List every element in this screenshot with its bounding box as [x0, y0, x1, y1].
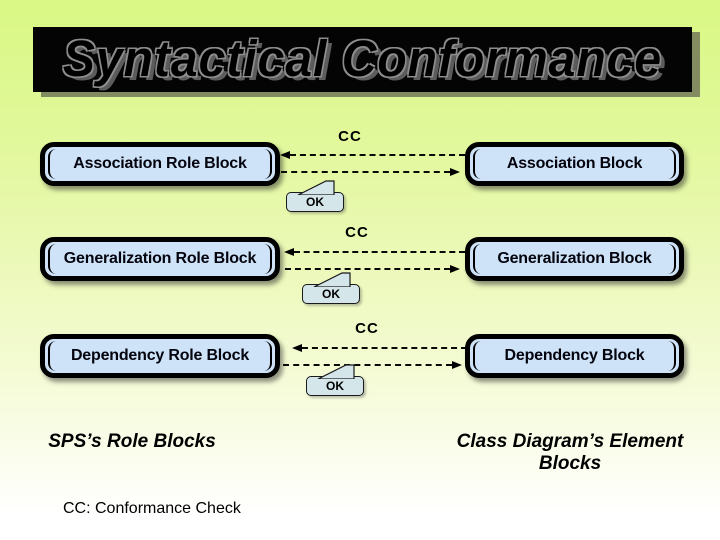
- block-label: Association Role Block: [73, 155, 247, 172]
- cc-label: CC: [355, 320, 379, 337]
- ok-callout: OK: [286, 180, 344, 212]
- slide-title: Syntactical Conformance: [62, 31, 663, 88]
- cc-legend: CC: Conformance Check: [63, 500, 241, 517]
- arrowhead-left-icon: [280, 151, 290, 159]
- left-column-caption: SPS’s Role Blocks: [48, 431, 216, 452]
- generalization-block: Generalization Block: [465, 237, 684, 281]
- ok-label: OK: [322, 287, 340, 301]
- right-column-caption: Class Diagram’s Element Blocks: [456, 431, 684, 474]
- arrowhead-right-icon: [452, 361, 462, 369]
- association-role-block: Association Role Block: [40, 142, 280, 186]
- callout-tail-icon: [313, 272, 351, 287]
- ok-callout: OK: [302, 272, 360, 304]
- cc-label: CC: [338, 128, 362, 145]
- dashed-arrow-to-element-block: [283, 364, 452, 366]
- ok-label: OK: [326, 379, 344, 393]
- dashed-arrow-to-role-block: [302, 347, 467, 349]
- arrowhead-left-icon: [292, 344, 302, 352]
- ok-label: OK: [306, 195, 324, 209]
- block-label: Association Block: [506, 155, 643, 172]
- association-block: Association Block: [465, 142, 684, 186]
- dependency-block: Dependency Block: [465, 334, 684, 378]
- block-label: Generalization Block: [497, 250, 652, 267]
- block-label: Dependency Block: [504, 347, 645, 364]
- dependency-role-block: Dependency Role Block: [40, 334, 280, 378]
- ok-callout: OK: [306, 364, 364, 396]
- dashed-arrow-to-element-block: [281, 171, 450, 173]
- callout-tail-icon: [317, 364, 355, 379]
- arrowhead-right-icon: [450, 168, 460, 176]
- arrowhead-right-icon: [450, 265, 460, 273]
- dashed-arrow-to-role-block: [290, 154, 465, 156]
- callout-tail-icon: [297, 180, 335, 195]
- generalization-role-block: Generalization Role Block: [40, 237, 280, 281]
- cc-label: CC: [345, 224, 369, 241]
- title-banner: Syntactical Conformance: [33, 27, 692, 92]
- arrowhead-left-icon: [284, 248, 294, 256]
- dashed-arrow-to-role-block: [294, 251, 465, 253]
- dashed-arrow-to-element-block: [285, 268, 450, 270]
- block-label: Generalization Role Block: [63, 250, 257, 267]
- block-label: Dependency Role Block: [70, 347, 250, 364]
